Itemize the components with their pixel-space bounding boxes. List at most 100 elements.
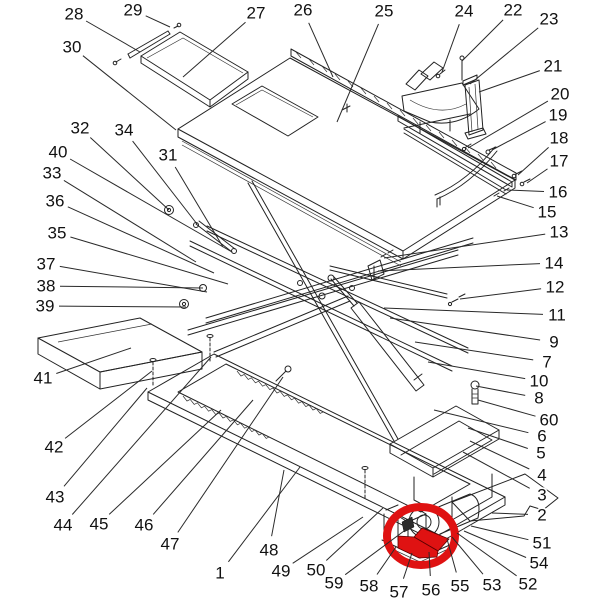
- callout-leader-28: [85, 20, 141, 53]
- callout-label-14: 14: [545, 254, 564, 273]
- callout-leader-21: [478, 70, 540, 93]
- callout-label-12: 12: [546, 278, 565, 297]
- callout-leader-17: [526, 168, 548, 184]
- callout-label-3: 3: [537, 486, 546, 505]
- main-platform: [177, 57, 516, 267]
- callout-leader-12: [459, 288, 542, 300]
- callout-leader-18: [517, 147, 549, 176]
- callout-label-2: 2: [537, 506, 546, 525]
- callout-leader-34: [132, 140, 198, 225]
- callout-label-56: 56: [422, 581, 441, 600]
- callout-leader-15: [496, 195, 534, 209]
- callout-label-42: 42: [45, 438, 64, 457]
- callout-leader-36: [67, 206, 215, 274]
- callout-label-48: 48: [260, 541, 279, 560]
- callout-label-19: 19: [549, 106, 568, 125]
- callout-leader-1: [228, 466, 301, 563]
- callout-leader-44: [71, 356, 212, 515]
- callout-label-41: 41: [34, 369, 53, 388]
- callout-leader-40: [69, 158, 233, 253]
- callout-leader-4: [469, 440, 530, 470]
- callout-leader-29: [145, 15, 171, 28]
- red-highlight-ellipse: [383, 503, 459, 569]
- callout-label-57: 57: [390, 583, 409, 600]
- callout-label-44: 44: [54, 516, 73, 535]
- callout-leader-19: [491, 121, 546, 151]
- callout-label-24: 24: [455, 2, 474, 21]
- callout-leader-58: [376, 546, 397, 575]
- callout-label-25: 25: [375, 2, 394, 21]
- highlighted-pedal: [397, 527, 450, 559]
- callout-leader-23: [469, 27, 539, 85]
- callout-label-36: 36: [46, 192, 65, 211]
- diagram-artwork: [37, 22, 559, 563]
- callout-label-32: 32: [71, 119, 90, 138]
- callout-label-47: 47: [161, 535, 180, 554]
- callout-leader-30: [82, 55, 177, 131]
- callout-label-10: 10: [530, 372, 549, 391]
- callout-label-55: 55: [451, 577, 470, 596]
- callout-leader-16: [506, 189, 545, 192]
- callout-label-18: 18: [550, 129, 569, 148]
- callout-label-8: 8: [534, 389, 543, 408]
- callout-leader-11: [383, 307, 544, 315]
- side-rails: [397, 115, 531, 197]
- callout-leader-52: [456, 532, 517, 577]
- callout-label-38: 38: [37, 277, 56, 296]
- callout-leader-8: [475, 385, 526, 396]
- callout-label-40: 40: [49, 143, 68, 162]
- ramp: [37, 317, 203, 390]
- callout-label-50: 50: [307, 561, 326, 580]
- callout-leader-27: [182, 21, 246, 78]
- pivot-rod: [112, 22, 182, 66]
- callout-label-11: 11: [548, 306, 566, 325]
- callout-label-59: 59: [325, 574, 344, 593]
- callout-label-39: 39: [36, 297, 55, 316]
- callout-label-45: 45: [90, 515, 109, 534]
- callout-leader-50: [325, 507, 384, 561]
- callout-label-21: 21: [544, 57, 563, 76]
- shoulder-bolt: [470, 380, 480, 405]
- callout-leader-31: [174, 166, 224, 248]
- callout-leader-38: [59, 285, 204, 289]
- callout-leader-48: [271, 469, 285, 537]
- callout-leader-9: [389, 317, 541, 341]
- callout-leader-39: [58, 305, 187, 308]
- callout-label-34: 34: [115, 121, 134, 140]
- callout-label-1: 1: [215, 564, 224, 583]
- callout-leader-14: [377, 263, 541, 272]
- callout-label-15: 15: [538, 203, 557, 222]
- callout-leader-54: [463, 530, 527, 558]
- callout-leader-26: [308, 22, 334, 78]
- callout-leader-41: [56, 347, 132, 374]
- callout-leader-59: [344, 530, 405, 576]
- callout-leader-22: [461, 19, 504, 62]
- callout-leader-24: [441, 24, 460, 73]
- callout-label-20: 20: [551, 85, 570, 104]
- callout-leader-2: [491, 512, 529, 515]
- callout-label-4: 4: [537, 466, 546, 485]
- callout-label-31: 31: [159, 146, 178, 165]
- callout-label-37: 37: [37, 255, 56, 274]
- callout-label-53: 53: [483, 576, 502, 595]
- callout-label-17: 17: [550, 152, 569, 171]
- callout-label-49: 49: [272, 562, 291, 581]
- callout-leader-7: [414, 341, 534, 361]
- callout-leader-47: [177, 376, 284, 533]
- callout-label-9: 9: [549, 333, 558, 352]
- callout-label-33: 33: [43, 164, 62, 183]
- callout-label-28: 28: [65, 5, 84, 24]
- callout-leader-42: [64, 370, 153, 439]
- callout-label-52: 52: [519, 575, 538, 594]
- callout-leader-37: [59, 265, 208, 293]
- callout-leader-6: [433, 409, 529, 434]
- callout-leader-33: [63, 179, 197, 263]
- extension-table: [140, 31, 249, 108]
- callout-label-51: 51: [533, 534, 552, 553]
- callout-leader-32: [89, 137, 170, 211]
- callout-label-13: 13: [550, 223, 569, 242]
- callout-label-16: 16: [549, 183, 568, 202]
- handle-bar: [434, 146, 498, 208]
- callout-leader-53: [451, 536, 484, 575]
